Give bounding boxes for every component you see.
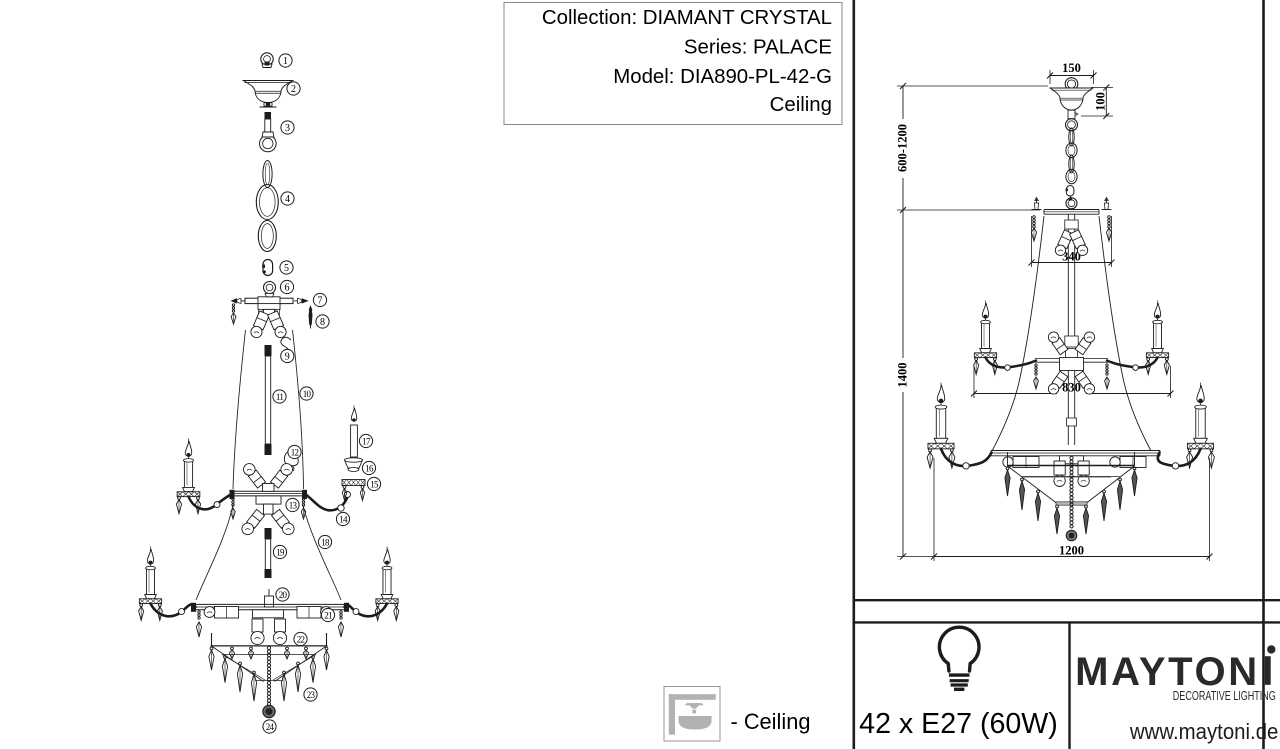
svg-text:1400: 1400 (896, 363, 910, 388)
svg-text:23: 23 (307, 690, 316, 700)
svg-text:1: 1 (283, 56, 288, 67)
svg-text:19: 19 (276, 547, 285, 557)
svg-text:11: 11 (276, 392, 283, 402)
svg-text:20: 20 (279, 590, 288, 600)
svg-text:22: 22 (297, 634, 305, 644)
svg-text:DECORATIVE LIGHTING: DECORATIVE LIGHTING (1173, 689, 1276, 703)
svg-text:21: 21 (324, 610, 332, 620)
svg-text:14: 14 (339, 514, 348, 524)
svg-text:7: 7 (318, 295, 323, 306)
svg-text:Collection: DIAMANT CRYSTAL: Collection: DIAMANT CRYSTAL (542, 7, 832, 29)
svg-text:MAYTON: MAYTON (1075, 650, 1260, 694)
svg-text:24: 24 (266, 722, 275, 732)
svg-text:600-1200: 600-1200 (896, 124, 910, 172)
svg-text:12: 12 (291, 447, 299, 457)
svg-text:Model: DIA890-PL-42-G: Model: DIA890-PL-42-G (613, 66, 832, 88)
svg-text:2: 2 (291, 84, 296, 95)
svg-text:9: 9 (285, 351, 290, 362)
svg-text:16: 16 (365, 463, 374, 473)
svg-text:13: 13 (289, 500, 298, 510)
svg-text:Series: PALACE: Series: PALACE (684, 37, 832, 59)
svg-text:www.maytoni.de: www.maytoni.de (1129, 719, 1278, 744)
svg-text:10: 10 (303, 389, 312, 399)
svg-text:Ceiling: Ceiling (770, 94, 832, 116)
svg-text:15: 15 (370, 479, 379, 489)
svg-text:17: 17 (362, 436, 371, 446)
svg-text:150: 150 (1062, 61, 1081, 75)
svg-text:100: 100 (1094, 92, 1108, 111)
svg-text:340: 340 (1062, 250, 1081, 264)
svg-text:3: 3 (285, 123, 290, 134)
svg-text:830: 830 (1062, 381, 1081, 395)
svg-text:42 x E27 (60W): 42 x E27 (60W) (859, 708, 1058, 740)
svg-text:- Ceiling: - Ceiling (731, 709, 811, 734)
svg-text:8: 8 (320, 317, 325, 328)
svg-text:5: 5 (284, 263, 289, 274)
svg-text:4: 4 (285, 194, 290, 205)
svg-text:18: 18 (321, 537, 330, 547)
svg-text:1200: 1200 (1059, 544, 1084, 558)
svg-text:6: 6 (285, 282, 290, 293)
